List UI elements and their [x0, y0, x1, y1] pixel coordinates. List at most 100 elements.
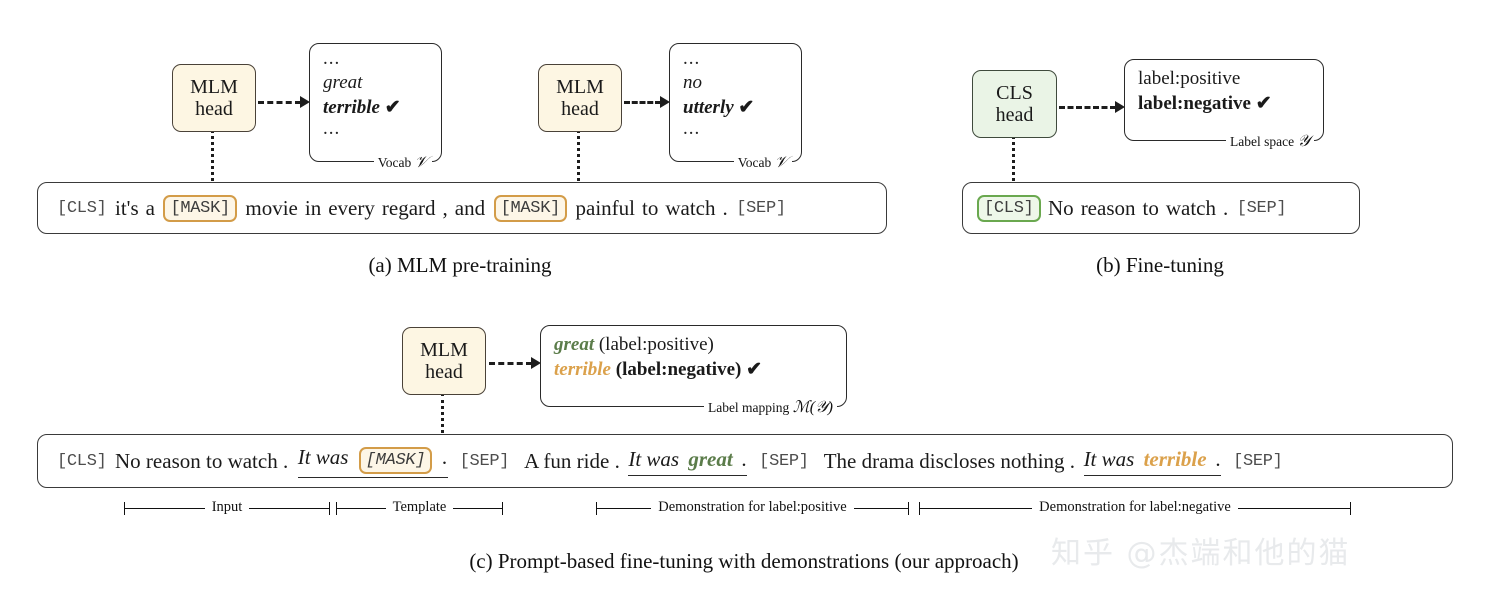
- vocab2-symbol: 𝒱: [774, 154, 788, 171]
- token-sep-2: [SEP]: [759, 451, 809, 471]
- connector-head2-to-mask2: [577, 130, 580, 187]
- token-sep: [SEP]: [736, 198, 786, 218]
- token-sep-1: [SEP]: [459, 451, 510, 471]
- token-period: .: [722, 195, 728, 220]
- mlm-head-box-2: MLM head: [538, 64, 622, 132]
- token-no: No: [1048, 195, 1074, 220]
- token-sep-3: [SEP]: [1233, 451, 1283, 471]
- vocab2-item-1: no: [683, 72, 702, 94]
- demo1-template-prefix: It was: [628, 446, 680, 471]
- panel-c-head-line1: MLM: [420, 338, 468, 361]
- panel-a-sentence-box: [CLS] it's a [MASK] movie in every regar…: [37, 182, 887, 234]
- cls-head-box: CLS head: [972, 70, 1057, 138]
- token-in: in: [304, 195, 322, 220]
- token-mask-2: [MASK]: [493, 194, 568, 222]
- vocab2-dots-bottom: ...: [683, 117, 701, 139]
- token-mask: [MASK]: [358, 446, 433, 474]
- template-span: It was [MASK] .: [297, 444, 448, 478]
- label-mapping-word-1: great: [554, 334, 595, 355]
- demo1-template-span: It was great .: [628, 446, 748, 476]
- check-icon: ✔: [738, 96, 755, 118]
- vocab1-item-2: terrible: [323, 96, 380, 118]
- demo2-period: .: [1215, 446, 1222, 471]
- arrow-head-to-labelmapping: [489, 357, 541, 369]
- token-reason: reason: [1080, 195, 1136, 220]
- token-and: and: [454, 195, 486, 220]
- bracket-input-label: Input: [211, 498, 243, 515]
- token-comma: ,: [442, 195, 448, 220]
- token-every: every: [328, 195, 375, 220]
- demo2-template-span: It was terrible .: [1083, 446, 1222, 476]
- vocab1-caption-text: Vocab: [377, 155, 412, 170]
- token-movie: movie: [245, 195, 298, 220]
- panel-b-sentence-box: [CLS] No reason to watch . [SEP]: [962, 182, 1360, 234]
- label-space-item-2: label:negative: [1138, 92, 1251, 114]
- label-mapping-caption-text: Label mapping: [707, 400, 790, 415]
- demo2-template-prefix: It was: [1083, 446, 1135, 471]
- panel-c-sentence: [CLS] No reason to watch . It was [MASK]…: [38, 445, 1288, 478]
- label-mapping-label-1: (label:positive): [598, 334, 714, 355]
- connector-head1-to-mask1: [211, 130, 214, 187]
- label-space-item-1: label:positive: [1138, 68, 1241, 89]
- token-regard: regard: [381, 195, 436, 220]
- label-space-caption: Label space 𝒴: [1225, 133, 1314, 151]
- mlm-head2-line2: head: [561, 98, 599, 120]
- token-period: .: [1223, 195, 1229, 220]
- demo2-text: The drama discloses nothing .: [823, 448, 1076, 473]
- vocab2-caption-text: Vocab: [737, 155, 772, 170]
- panel-a-caption: (a) MLM pre-training: [368, 253, 552, 277]
- panel-c-head-line2: head: [425, 361, 463, 383]
- token-mask-1: [MASK]: [163, 194, 237, 222]
- template-period: .: [442, 444, 448, 469]
- label-space-box: label:positive label:negative ✔ Label sp…: [1124, 59, 1324, 151]
- demo1-period: .: [741, 446, 748, 471]
- label-space-caption-text: Label space: [1229, 134, 1295, 149]
- bracket-input: Input: [124, 498, 331, 518]
- bracket-demo-negative: Demonstration for label:negative: [919, 498, 1352, 518]
- token-watch: watch: [1165, 195, 1216, 220]
- bracket-template-label: Template: [392, 498, 447, 515]
- vocab1-item-1: great: [323, 72, 363, 94]
- label-mapping-symbol: ℳ(𝒴): [792, 399, 833, 416]
- arrow-head1-to-vocab1: [258, 96, 310, 108]
- panel-c-caption: (c) Prompt-based fine-tuning with demons…: [469, 549, 1019, 573]
- check-icon: ✔: [746, 358, 762, 380]
- demo1-label-word: great: [688, 446, 733, 471]
- token-a: a: [145, 195, 155, 220]
- vocab2-dots-top: ...: [683, 48, 701, 69]
- label-space-symbol: 𝒴: [1297, 133, 1310, 150]
- vocab1-symbol: 𝒱: [414, 154, 428, 171]
- token-watch: watch: [665, 195, 716, 220]
- connector-head-to-mask-panel-c: [441, 393, 444, 440]
- template-prefix: It was: [297, 444, 349, 469]
- bracket-template: Template: [336, 498, 503, 518]
- bracket-demo-negative-label: Demonstration for label:negative: [1039, 498, 1231, 515]
- bracket-demo-positive: Demonstration for label:positive: [596, 498, 909, 518]
- token-sep: [SEP]: [1236, 198, 1287, 218]
- cls-head-line2: head: [995, 104, 1034, 126]
- panel-c-mlm-head-box: MLM head: [402, 327, 486, 395]
- token-to: to: [1142, 195, 1159, 220]
- panel-b-caption: (b) Fine-tuning: [1096, 253, 1224, 277]
- token-cls: [CLS]: [57, 451, 107, 471]
- check-icon: ✔: [384, 96, 401, 118]
- vocab-box-1: ... great terrible ✔ ... Vocab 𝒱: [309, 43, 442, 172]
- mlm-head-line2: head: [195, 98, 233, 120]
- mlm-head-line1: MLM: [190, 75, 238, 98]
- token-to: to: [642, 195, 659, 220]
- vocab1-caption: Vocab 𝒱: [373, 154, 432, 172]
- label-mapping-caption: Label mapping ℳ(𝒴): [703, 397, 837, 417]
- vocab1-dots-top: ...: [323, 48, 341, 69]
- demo1-text: A fun ride .: [524, 448, 620, 473]
- cls-head-line1: CLS: [996, 81, 1033, 104]
- token-painful: painful: [575, 195, 635, 220]
- label-mapping-word-2: terrible: [554, 358, 611, 380]
- panel-c-sentence-box: [CLS] No reason to watch . It was [MASK]…: [37, 434, 1453, 488]
- mlm-head-box-1: MLM head: [172, 64, 256, 132]
- input-text: No reason to watch .: [115, 448, 289, 473]
- demo2-label-word: terrible: [1143, 446, 1207, 471]
- vocab2-caption: Vocab 𝒱: [733, 154, 792, 172]
- vocab2-item-2: utterly: [683, 96, 734, 118]
- arrow-clshead-to-labelspace: [1059, 101, 1125, 113]
- connector-clshead-to-clstoken: [1012, 136, 1015, 187]
